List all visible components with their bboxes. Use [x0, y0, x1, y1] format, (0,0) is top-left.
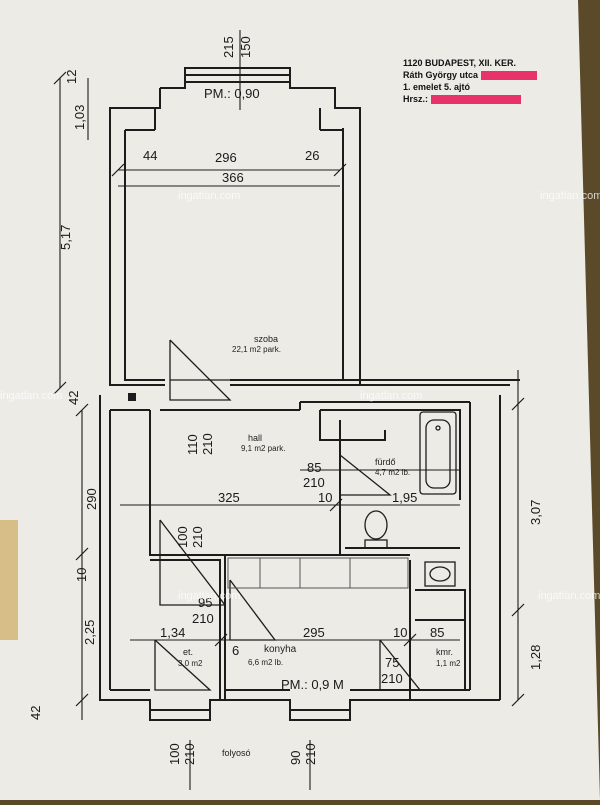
- dim-top-window-1: 215: [221, 36, 236, 58]
- dim-konyha-door-1: 95: [198, 595, 212, 610]
- dim-366: 366: [222, 170, 244, 185]
- dim-12: 12: [64, 70, 79, 84]
- corridor-label: folyosó: [222, 748, 251, 758]
- dim-85: 85: [430, 625, 444, 640]
- room-et-area: 3,0 m2: [178, 659, 203, 668]
- room-furdo-area: 4,7 m2 lb.: [375, 468, 410, 477]
- address-line-4: Hrsz.:: [403, 93, 537, 105]
- dim-44: 44: [143, 148, 157, 163]
- dim-290: 290: [84, 488, 99, 510]
- dimension-labels: 215 150 PM.: 0,90 44 296 26 366 5,17 1,0…: [28, 36, 543, 765]
- dim-307: 3,07: [528, 500, 543, 525]
- dim-pm-top: PM.: 0,90: [204, 86, 260, 101]
- dim-128: 1,28: [528, 645, 543, 670]
- watermark: ingatlan.com: [540, 190, 600, 202]
- dim-furdo-door-2: 210: [303, 475, 325, 490]
- kitchen-counter: [227, 557, 409, 589]
- dim-hall-door-1: 110: [185, 434, 200, 455]
- room-kmr-name: kmr.: [436, 647, 453, 657]
- dim-225: 2,25: [82, 620, 97, 645]
- dim-top-window-2: 150: [238, 36, 253, 58]
- room-kmr-area: 1,1 m2: [436, 659, 461, 668]
- dim-6: 6: [232, 643, 239, 658]
- dim-kmr-door-2: 210: [381, 671, 403, 686]
- bathtub: [419, 411, 457, 495]
- watermark: ingatlan.com: [178, 190, 241, 202]
- dim-325: 325: [218, 490, 240, 505]
- room-et-name: et.: [183, 647, 193, 657]
- room-szoba-area: 22,1 m2 park.: [232, 345, 281, 354]
- address-line-2: Ráth György utca: [403, 69, 537, 81]
- dim-bottom-et-1: 100: [167, 743, 182, 765]
- dim-42: 42: [66, 391, 81, 405]
- dim-pm-bottom: PM.: 0,9 M: [281, 677, 344, 692]
- dim-et-door-2: 210: [190, 526, 205, 548]
- dim-10: 10: [74, 568, 89, 582]
- room-hall-area: 9,1 m2 park.: [241, 444, 285, 453]
- room-konyha-area: 6,6 m2 lb.: [248, 658, 283, 667]
- dim-42b: 42: [28, 706, 43, 720]
- room-szoba-name: szoba: [254, 334, 278, 344]
- dim-10a: 10: [318, 490, 332, 505]
- dim-295: 295: [303, 625, 325, 640]
- dim-296: 296: [215, 150, 237, 165]
- watermark: ingatlan.com: [0, 390, 63, 402]
- dim-bottom-k-2: 210: [303, 743, 318, 765]
- dim-kmr-door-1: 75: [385, 655, 399, 670]
- redaction-mark: [430, 95, 521, 105]
- toilet: [364, 510, 388, 549]
- dimension-lines: [59, 30, 519, 790]
- dim-26: 26: [305, 148, 319, 163]
- dim-134: 1,34: [160, 625, 185, 640]
- room-labels: szoba 22,1 m2 park. hall 9,1 m2 park. fü…: [178, 334, 461, 758]
- room-konyha-name: konyha: [264, 644, 297, 655]
- sink: [424, 561, 456, 587]
- watermark: ingatlan.com: [360, 390, 423, 402]
- chimney-marker: [128, 393, 136, 401]
- dim-furdo-door-1: 85: [307, 460, 321, 475]
- redaction-mark: [480, 71, 537, 81]
- dim-et-door-1: 100: [175, 526, 190, 548]
- watermark: ingatlan.com: [178, 590, 241, 602]
- dim-195: 1,95: [392, 490, 417, 505]
- address-line-1: 1120 BUDAPEST, XII. KER.: [403, 58, 517, 68]
- room-hall-name: hall: [248, 433, 262, 443]
- dim-10b: 10: [393, 625, 407, 640]
- dim-517: 5,17: [58, 225, 73, 250]
- watermark: ingatlan.com: [538, 590, 600, 602]
- dim-konyha-door-2: 210: [192, 611, 214, 626]
- dimension-ticks: [53, 71, 525, 707]
- walls: [99, 67, 520, 721]
- address-header: 1120 BUDAPEST, XII. KER. Ráth György utc…: [403, 57, 537, 105]
- dim-bottom-k-1: 90: [288, 751, 303, 765]
- dim-103: 1,03: [72, 105, 87, 130]
- address-line-3: 1. emelet 5. ajtó: [403, 82, 471, 92]
- paper-edge-shadow: [0, 520, 18, 640]
- room-furdo-name: fürdő: [375, 457, 396, 467]
- dim-hall-door-2: 210: [200, 433, 215, 455]
- dim-bottom-et-2: 210: [182, 743, 197, 765]
